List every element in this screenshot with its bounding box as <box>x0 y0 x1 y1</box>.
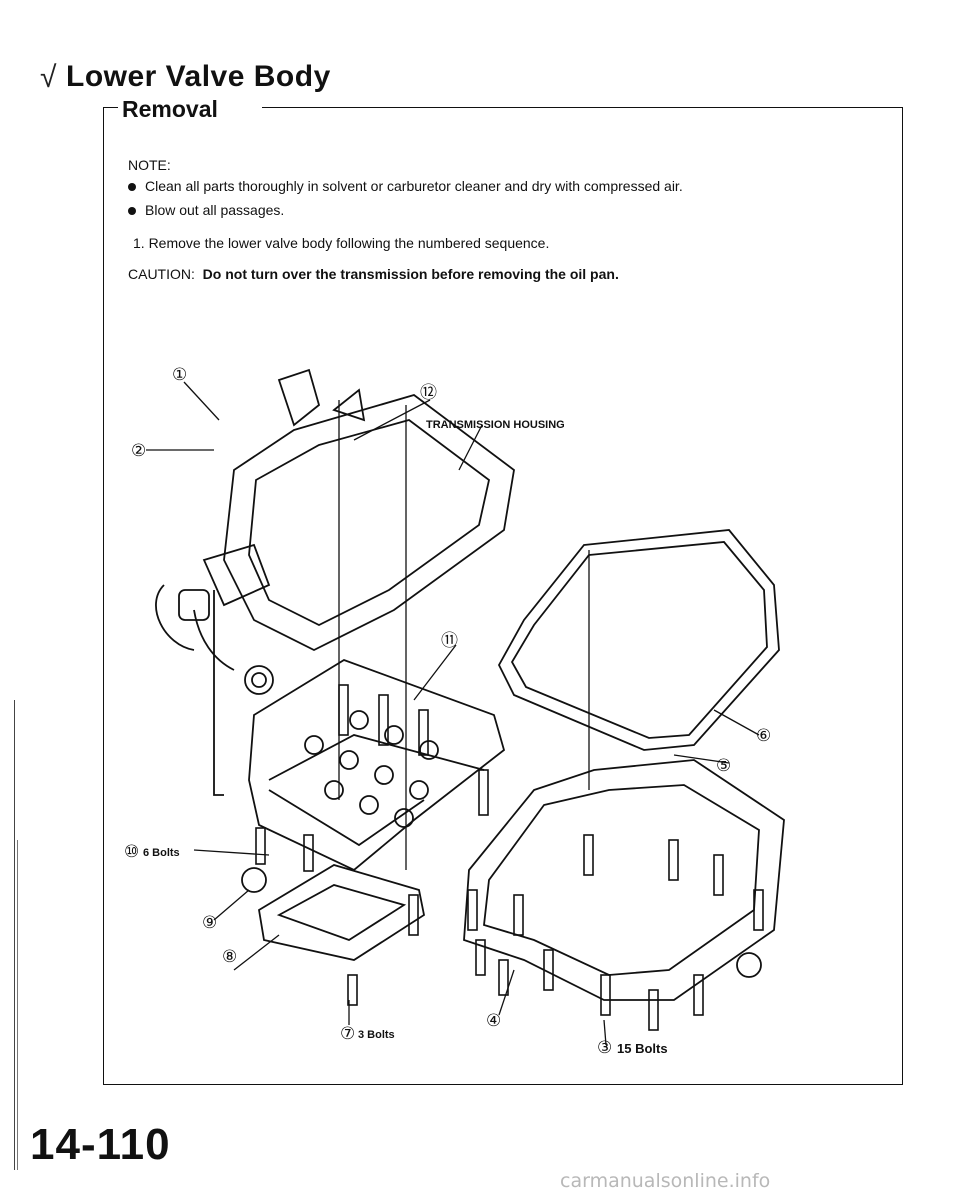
caution-text: Do not turn over the transmission before… <box>202 266 619 282</box>
bolt-drawings <box>255 684 764 1031</box>
caution-line: CAUTION: Do not turn over the transmissi… <box>128 266 619 282</box>
callout-leader-lines <box>146 381 760 1046</box>
transmission-housing-drawing <box>155 368 515 652</box>
oil-pan-gasket-drawing <box>497 529 780 751</box>
note-text: Clean all parts thoroughly in solvent or… <box>145 178 683 194</box>
bolts-10-label: 6 Bolts <box>143 847 180 859</box>
bolts-3-label: 15 Bolts <box>617 1041 668 1056</box>
bolts-7-label: 3 Bolts <box>358 1029 395 1041</box>
oil-pan-drawing <box>463 759 785 1001</box>
transmission-housing-label: TRANSMISSION HOUSING <box>426 419 565 431</box>
margin-rule <box>14 700 15 1170</box>
callout-8: ⑧ <box>222 947 237 966</box>
checkmark-icon: √ <box>40 61 57 94</box>
callout-11: ⑪ <box>441 631 458 650</box>
note-item: Blow out all passages. <box>128 202 284 218</box>
note-label: NOTE: <box>128 157 171 173</box>
note-item: Clean all parts thoroughly in solvent or… <box>128 178 683 194</box>
margin-rule-secondary <box>17 840 18 1170</box>
callout-12: ⑫ <box>420 383 437 402</box>
frame-title-gap <box>118 96 262 120</box>
watermark: carmanualsonline.info <box>560 1170 771 1192</box>
note-text: Blow out all passages. <box>145 202 285 218</box>
callout-9: ⑨ <box>202 913 217 932</box>
subsection-title: Removal <box>122 96 218 122</box>
bullet-icon <box>128 207 136 216</box>
callout-6: ⑥ <box>756 726 771 745</box>
oil-filter-drawing <box>241 864 426 961</box>
callout-7: ⑦ <box>340 1024 355 1043</box>
caution-label: CAUTION: <box>128 266 195 282</box>
callout-5: ⑤ <box>716 756 731 775</box>
callout-3: ③ <box>597 1038 612 1057</box>
callout-2: ② <box>131 441 146 460</box>
callout-10: ⑩ <box>124 842 139 861</box>
callout-1: ① <box>172 365 187 384</box>
exploded-diagram: ① ② ③ ④ ⑤ ⑥ ⑦ ⑧ ⑨ ⑩ ⑪ ⑫ TRANSMISSION HOU… <box>124 365 785 1057</box>
bullet-icon <box>128 183 136 192</box>
lower-valve-body-drawing <box>193 590 506 872</box>
step-1-instruction: 1. Remove the lower valve body following… <box>133 235 550 251</box>
callout-4: ④ <box>486 1011 501 1030</box>
section-title: Lower Valve Body <box>66 60 331 93</box>
content-frame <box>103 107 903 1085</box>
page-number: 14-110 <box>30 1120 171 1169</box>
